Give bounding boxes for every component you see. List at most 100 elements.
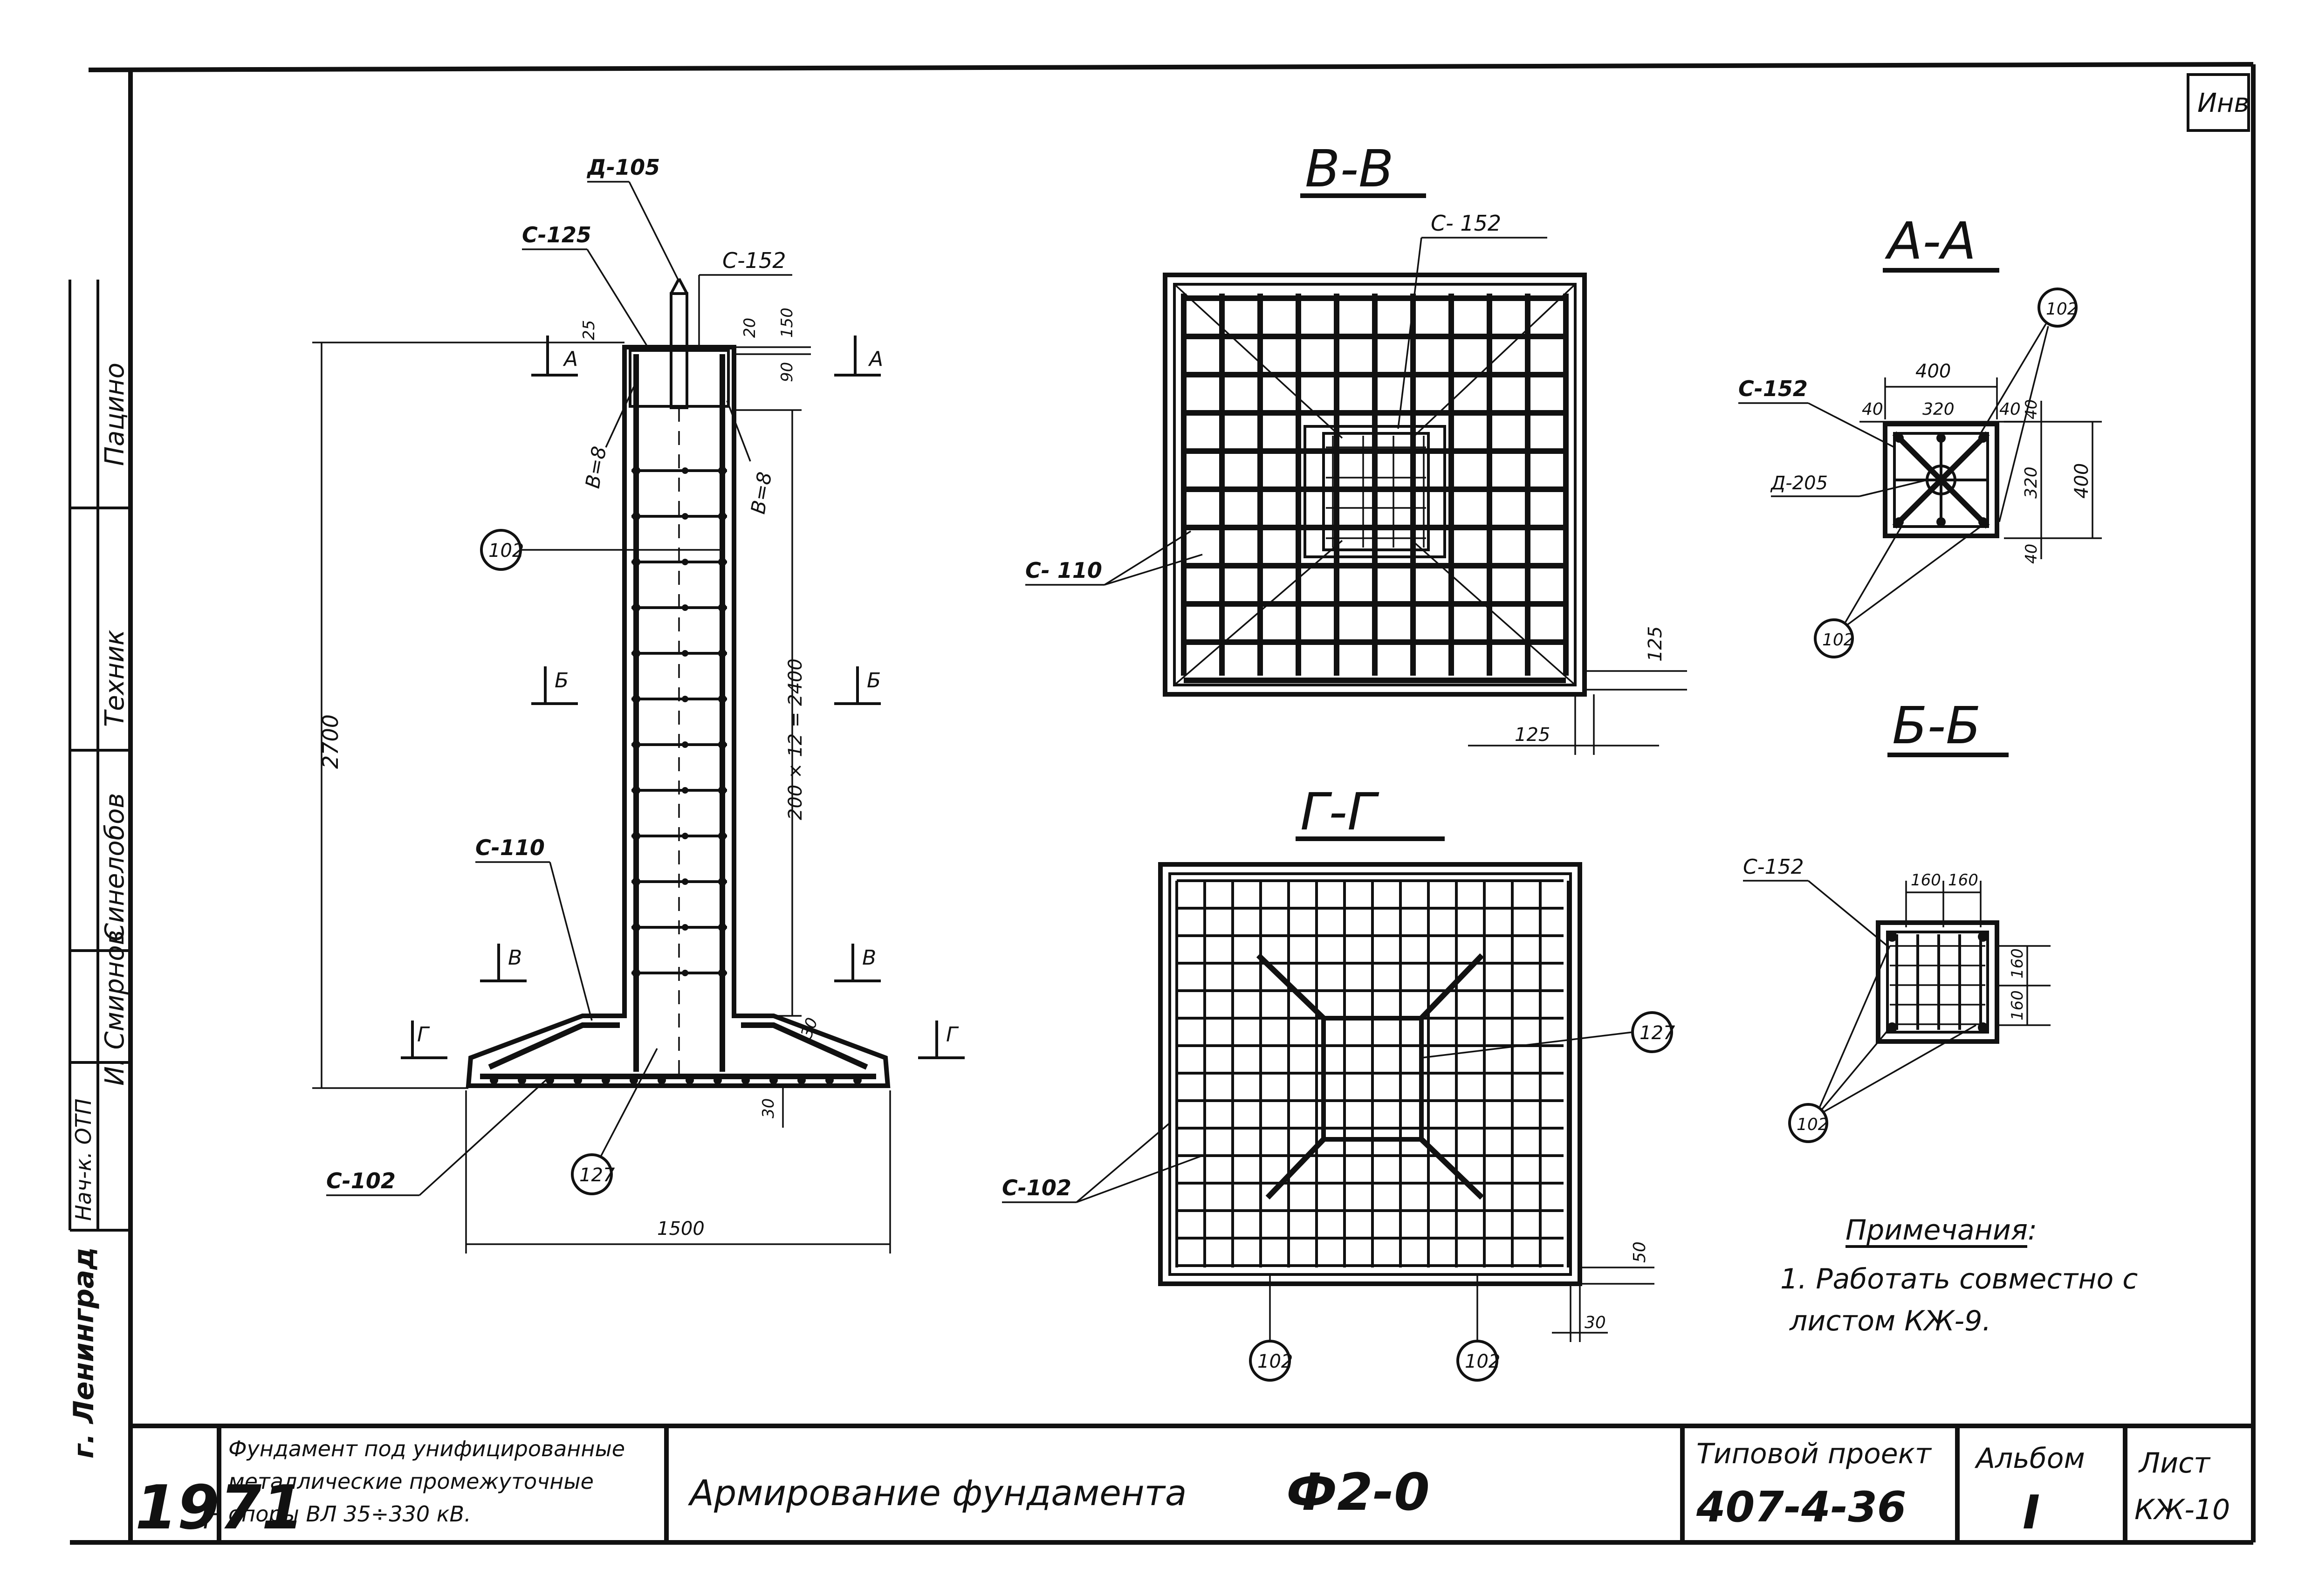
cut-g-left: Г [417,1023,430,1047]
title-year: 1971 [135,1472,304,1543]
section-bb-dim-160-vbottom: 160 [2008,990,2027,1021]
title-album-number: I [2023,1485,2040,1540]
side-stamp-name-1: Пацино [100,363,130,466]
rebar-dot [490,1076,498,1084]
side-stamp-name-2: Техник [100,630,130,727]
corner-stamp-text: Инв [2197,88,2250,118]
section-bb-marker-102-text: 102 [1797,1115,1829,1134]
notes-line-1: 1. Работать совместно с [1780,1263,2138,1295]
dim-90: 90 [778,362,796,382]
section-bb-title: Б-Б [1892,696,1981,755]
cut-b-right: Б [867,669,881,692]
title-project-label: Типовой проект [1696,1438,1932,1470]
rebar-dot [632,832,640,840]
section-aa-marker-102-top [2038,288,2078,328]
section-bb-dim-160-right: 160 [1948,871,1978,890]
section-bb: Б-Б 160 160 160 160 С-152 102 [1743,696,2051,1143]
rebar-dot [632,969,640,977]
rebar-dot [658,1076,666,1084]
side-stamp-name-4: И. Смирнов [100,930,130,1086]
rebar-dot [1894,433,1904,443]
section-gg-marker-102-right-text: 102 [1465,1351,1500,1372]
rebar-dot [632,649,640,658]
section-vv-label-c152: С- 152 [1431,211,1501,236]
notes-line-2: листом КЖ-9. [1789,1305,1991,1337]
rebar-dot [682,467,688,474]
rebar-dot [718,603,727,612]
section-aa-label-d205: Д-205 [1770,473,1828,494]
section-bb-marker-102 [1788,1103,1828,1143]
section-aa-marker-102-bottom [1814,618,1854,658]
label-d105: Д-105 [586,155,660,180]
rebar-dot [1978,517,1988,527]
label-c152: С-152 [722,248,786,273]
section-aa-dim-40-vbottom: 40 [2022,544,2041,564]
section-gg-marker-127-text: 127 [1640,1022,1675,1044]
dim-25: 25 [580,320,598,340]
title-description-1: Фундамент под унифицированные [228,1436,625,1461]
title-sheet-number: КЖ-10 [2134,1493,2230,1526]
dim-2700: 2700 [318,714,343,769]
dim-20: 20 [741,318,759,338]
rebar-dot [682,833,688,839]
corner-stamp: Инв [2187,73,2250,132]
section-bb-dim-160-vtop: 160 [2008,948,2027,979]
notes: Примечания: 1. Работать совместно с лист… [1780,1214,2138,1337]
section-aa: А-А 400 40 320 40 40 320 40 400 С-152 Д-… [1738,211,2102,658]
title-sheet-title: Армирование фундамента [687,1472,1187,1514]
rebar-dot [682,924,688,931]
rebar-dot [574,1076,582,1084]
rebar-dot [718,969,727,977]
section-vv-dim-125-bottom: 125 [1515,724,1550,746]
section-gg-title: Г-Г [1300,782,1379,842]
rebar-dot [682,559,688,565]
side-stamp: Пацино Техник Синелобов Нач-к. ОТП И. См… [68,280,130,1459]
rebar-dot [632,923,640,932]
section-gg-marker-102-left-text: 102 [1257,1351,1293,1372]
rebar-dot [741,1076,750,1084]
rebar-dot [682,696,688,702]
section-vv-mesh [1181,294,1569,683]
marker-127 [571,1153,613,1195]
dim-150: 150 [778,308,796,338]
rebar-dot [718,466,727,475]
rebar-dot [1894,517,1904,527]
section-aa-dim-320-v: 320 [2022,466,2041,499]
side-stamp-name-3: Синелобов [100,793,130,941]
rebar-dot [769,1076,778,1084]
rebar-dot [718,740,727,749]
rebar-dot [718,877,727,886]
section-gg-mesh [1175,879,1570,1267]
rebar-dot [713,1076,722,1084]
rebar-dot [1978,433,1988,443]
title-description-2: металлические промежуточные [228,1469,594,1494]
rebar-dot [1936,433,1946,443]
rebar-dot [682,513,688,520]
cut-a-right: А [868,347,883,371]
dim-2400: 200 × 12 = 2400 [785,658,806,820]
section-vv-inner-cage [1326,436,1426,548]
rebar-dot [632,558,640,566]
rebar-dot [682,741,688,748]
rebar-dot [718,512,727,521]
marker-102-text: 102 [488,540,524,562]
cut-v-right: В [862,946,876,970]
label-b8-left: В=8 [581,445,611,490]
rebar-dot [718,558,727,566]
rebar-dot [718,649,727,658]
rebar-dot [682,604,688,611]
rebar-dot [632,695,640,703]
rebar-dot [1978,1022,1988,1033]
section-aa-dim-320-top: 320 [1922,400,1955,419]
side-stamp-role-4: Нач-к. ОТП [71,1099,96,1221]
section-aa-dim-400-top: 400 [1915,361,1951,382]
rebar-dot [718,923,727,932]
section-aa-title: А-А [1885,211,1976,271]
title-description-3: опоры ВЛ 35÷330 кВ. [228,1501,471,1527]
section-aa-label-c152: С-152 [1738,376,1808,401]
cut-markers: А А Б Б В В Г Г [401,336,965,1059]
rebar-dot [602,1076,610,1084]
side-stamp-city: г. Ленинград [68,1247,100,1459]
rebar-dot [718,832,727,840]
base-rebar-dots [490,1076,862,1084]
